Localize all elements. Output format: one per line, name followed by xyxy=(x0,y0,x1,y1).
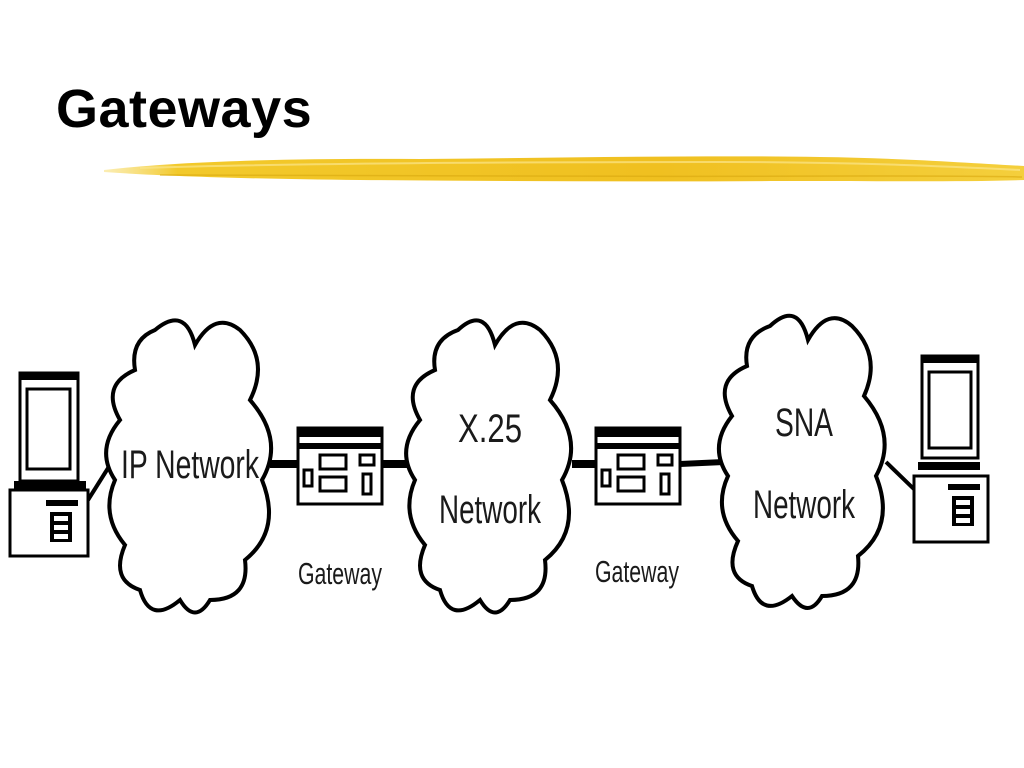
ip-network-label: IP Network xyxy=(121,443,260,487)
endpoint-computer-left-icon xyxy=(8,371,90,558)
title-underline xyxy=(104,156,1024,182)
gateway-device-1-icon xyxy=(296,426,384,506)
link-gateway-sna xyxy=(679,459,725,467)
x25-network-label: X.25 xyxy=(458,407,522,451)
gateway-label-2: Gateway xyxy=(595,554,679,589)
sna-network-label: SNA xyxy=(775,401,833,445)
x25-network-label-line2: Network xyxy=(439,488,542,532)
cloud-x25-network xyxy=(404,318,574,615)
link-computer-ip xyxy=(86,463,112,502)
slide-title: Gateways xyxy=(56,79,313,139)
gateway-device-2-icon xyxy=(594,426,682,506)
sna-network-label-line2: Network xyxy=(753,483,856,527)
cloud-ip-network xyxy=(104,318,274,615)
gateway-label-1: Gateway xyxy=(298,556,382,591)
endpoint-computer-right-icon xyxy=(912,354,990,544)
cloud-sna-network xyxy=(716,313,887,610)
